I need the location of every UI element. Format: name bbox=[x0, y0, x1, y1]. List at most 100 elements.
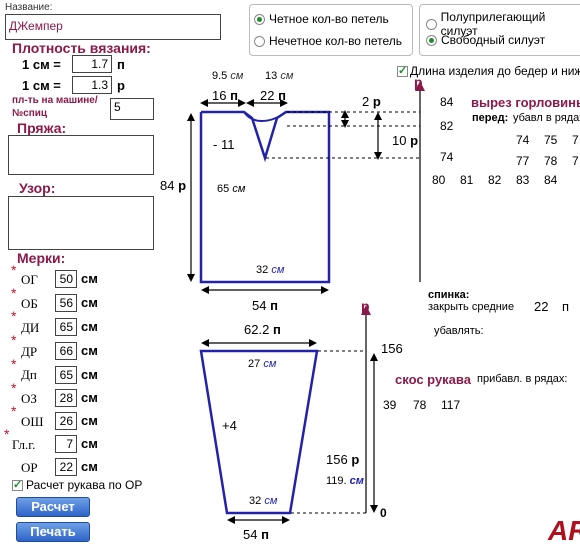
measure-input-oz[interactable]: 28 bbox=[55, 389, 77, 407]
radio-icon bbox=[254, 35, 265, 47]
measure-unit: см bbox=[81, 271, 98, 286]
measure-unit: см bbox=[81, 319, 98, 334]
sleeve-bevel-row: 39 bbox=[383, 398, 397, 412]
density-row1-label: 1 см = bbox=[22, 57, 61, 72]
radio-odd-loops[interactable]: Нечетное кол-во петель bbox=[254, 34, 402, 48]
unit-p: п bbox=[261, 527, 269, 542]
measure-unit: см bbox=[81, 390, 98, 405]
row-number: 7 bbox=[572, 133, 579, 147]
sleeve-axis-top: 156 bbox=[381, 341, 403, 356]
neck-p-value: 16 bbox=[212, 88, 227, 103]
loops-group bbox=[249, 4, 413, 56]
measure-unit: см bbox=[81, 413, 98, 428]
row-number: 80 bbox=[432, 173, 446, 187]
unit-r: р bbox=[351, 452, 360, 467]
sleeve-bottom-cm-value: 32 bbox=[249, 495, 262, 507]
sleeve-top-p-value: 62.2 bbox=[244, 322, 270, 337]
measure-name: ОГ bbox=[21, 272, 38, 287]
body-height-cm-label: 65 см bbox=[217, 183, 245, 195]
body-height-value: 84 bbox=[160, 178, 175, 193]
neck-cm-value: 9.5 bbox=[212, 70, 228, 82]
sleeve-increase-label: +4 bbox=[222, 418, 237, 433]
required-icon: * bbox=[11, 403, 17, 419]
hem-cm-value: 32 bbox=[256, 264, 269, 276]
name-input[interactable]: ДЖемпер bbox=[5, 14, 221, 40]
measure-unit: см bbox=[81, 459, 98, 474]
density-row2-unit: р bbox=[117, 78, 125, 93]
unit-cm: см bbox=[349, 475, 364, 487]
measure-input-dp[interactable]: 65 bbox=[55, 366, 77, 384]
unit-cm: см bbox=[271, 264, 285, 276]
shoulder-p-value: 22 bbox=[260, 88, 275, 103]
measure-name: ОШ bbox=[21, 414, 44, 429]
radio-free-fit[interactable]: Свободный силуэт bbox=[426, 33, 545, 47]
required-icon: * bbox=[11, 380, 17, 396]
row-axis-label: р bbox=[414, 74, 423, 90]
required-icon: * bbox=[11, 262, 17, 278]
unit-p: п bbox=[230, 88, 238, 103]
density-row1-unit: п bbox=[117, 57, 125, 72]
sleeve-height-cm-label: 119. см bbox=[326, 475, 364, 487]
density-stitch-input[interactable]: 1.7 bbox=[72, 55, 112, 73]
density-row-input[interactable]: 1.3 bbox=[72, 76, 112, 94]
sleeve-top-p-label: 62.2 п bbox=[244, 322, 281, 337]
row-number: 78 bbox=[544, 154, 558, 168]
calculate-button[interactable]: Расчет bbox=[16, 497, 90, 517]
measures-title: Мерки: bbox=[17, 250, 66, 266]
row-number: 74 bbox=[516, 133, 530, 147]
body-neck-curve bbox=[243, 111, 287, 122]
measure-input-di[interactable]: 65 bbox=[55, 318, 77, 336]
checkbox-icon bbox=[12, 478, 23, 491]
measure-unit: см bbox=[81, 343, 98, 358]
row-number: 77 bbox=[516, 154, 530, 168]
radio-icon bbox=[254, 13, 265, 25]
required-icon: * bbox=[11, 332, 17, 348]
measure-unit: см bbox=[81, 295, 98, 310]
unit-cm: см bbox=[263, 358, 277, 370]
print-button[interactable]: Печать bbox=[16, 522, 90, 542]
measure-input-og[interactable]: 50 bbox=[55, 270, 77, 288]
row-number: 84 bbox=[544, 173, 558, 187]
neckline-title: вырез горловины bbox=[471, 95, 580, 110]
row-number: 83 bbox=[516, 173, 530, 187]
unit-cm: см bbox=[232, 183, 246, 195]
neckline-front-label: перед: bbox=[472, 112, 509, 124]
radio-semi-fitted[interactable]: Полуприлегающий силуэт bbox=[426, 10, 580, 38]
shoulder-slope-label: 2 р bbox=[362, 94, 381, 109]
sleeve-outline bbox=[199, 349, 319, 515]
sleeve-bottom-cm-label: 32 см bbox=[249, 495, 277, 507]
sleeve-bevel-row: 117 bbox=[441, 398, 461, 412]
measure-name: ДР bbox=[21, 344, 38, 359]
row-number: 75 bbox=[544, 133, 558, 147]
measure-input-osh[interactable]: 26 bbox=[55, 412, 77, 430]
needles-input[interactable]: 5 bbox=[110, 98, 154, 120]
sleeve-height-label: 156 р bbox=[326, 452, 359, 467]
sleeve-bottom-p-label: 54 п bbox=[243, 527, 269, 542]
measure-name: Дп bbox=[21, 367, 37, 382]
unit-r: р bbox=[410, 133, 419, 148]
row-number: 81 bbox=[460, 173, 474, 187]
measure-input-ob[interactable]: 56 bbox=[55, 294, 77, 312]
measure-input-glg[interactable]: 7 bbox=[55, 435, 77, 453]
radio-odd-label: Нечетное кол-во петель bbox=[269, 34, 402, 48]
needles-label-2: №спиц bbox=[12, 108, 48, 119]
unit-cm: см bbox=[264, 495, 278, 507]
measure-input-or[interactable]: 22 bbox=[55, 458, 77, 476]
radio-even-loops[interactable]: Четное кол-во петель bbox=[254, 12, 389, 26]
length-to-hips-checkbox[interactable]: Длина изделия до бедер и ниже bbox=[397, 64, 580, 78]
sleeve-by-or-checkbox[interactable]: Расчет рукава по ОР bbox=[12, 478, 142, 492]
row-number: 7 bbox=[572, 154, 579, 168]
yarn-textarea[interactable] bbox=[8, 135, 154, 175]
decrease-label: - 11 bbox=[213, 137, 235, 152]
required-icon: * bbox=[11, 285, 17, 301]
checkbox-icon bbox=[397, 64, 408, 77]
body-width-label: 54 п bbox=[252, 298, 278, 313]
measure-unit: см bbox=[81, 367, 98, 382]
required-icon: * bbox=[11, 308, 17, 324]
name-label: Название: bbox=[5, 2, 53, 13]
hem-cm-label: 32 см bbox=[256, 264, 284, 276]
back-close-unit: п bbox=[562, 299, 570, 314]
pattern-textarea[interactable] bbox=[8, 196, 154, 250]
measure-name: Гл.г. bbox=[12, 437, 36, 452]
measure-input-dr[interactable]: 66 bbox=[55, 342, 77, 360]
